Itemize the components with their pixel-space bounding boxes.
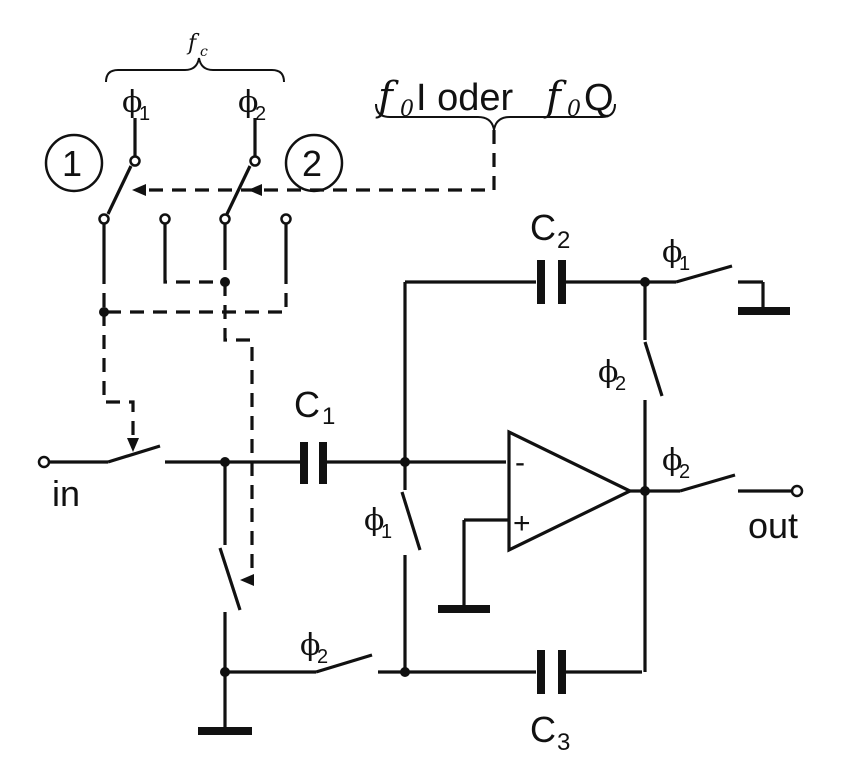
control-sub-a: 0 (400, 97, 414, 122)
phi-symbol: ϕ (238, 85, 258, 120)
switch-1-label: 1 (62, 143, 82, 184)
bottom-switch: ϕ 2 (225, 628, 536, 677)
input-section: in (37, 444, 300, 514)
output-section: ϕ 2 out (662, 443, 804, 546)
phi-symbol: ϕ (122, 85, 142, 120)
opamp-plus: + (513, 507, 531, 540)
right-phi2-switch: ϕ 2 (598, 282, 664, 672)
c2-sub: 2 (557, 227, 570, 254)
phi-sub: 1 (139, 103, 150, 125)
c2-letter: C (530, 207, 556, 248)
control-brace: f 0 I oder f 0 Q (375, 74, 616, 131)
phi-symbol: ϕ (662, 235, 682, 270)
control-end: Q (584, 77, 614, 119)
phi-sub: 1 (679, 253, 690, 275)
phi-symbol: ϕ (300, 628, 320, 663)
phi-sub: 1 (381, 521, 392, 543)
phi-symbol: ϕ (364, 503, 384, 538)
phi-sub: 2 (679, 461, 690, 483)
selector-switches (98, 118, 292, 270)
c3-sub: 3 (557, 729, 570, 756)
top-right-ground-switch: ϕ 1 (662, 235, 790, 315)
capacitor-c2: C 2 (405, 207, 676, 304)
opamp-minus: - (515, 446, 525, 479)
control-dashed-lines (99, 130, 496, 586)
phi-sub: 2 (615, 373, 626, 395)
out-label: out (748, 505, 798, 546)
fc-brace: f c (105, 31, 285, 83)
left-ground-switch (198, 462, 252, 735)
fc-label-f: f (186, 31, 200, 56)
center-phi1-switch: ϕ 1 (364, 282, 422, 672)
control-f0-b: f (543, 74, 567, 120)
c1-sub: 1 (322, 403, 335, 430)
top-phi-labels: ϕ 1 ϕ 2 (122, 85, 266, 125)
switch-1-marker: 1 (44, 133, 104, 193)
capacitor-c1: C 1 (294, 384, 506, 484)
control-mid: I oder (416, 77, 514, 119)
phi-sub: 2 (317, 646, 328, 668)
phi-symbol: ϕ (662, 443, 682, 478)
fc-label-sub: c (200, 44, 208, 60)
c3-letter: C (530, 709, 556, 750)
in-label: in (52, 473, 80, 514)
switch-2-marker: 2 (284, 133, 344, 193)
op-amp: - + (438, 429, 680, 613)
switch-2-label: 2 (302, 143, 322, 184)
phi-sub: 2 (255, 103, 266, 125)
phi-symbol: ϕ (598, 355, 618, 390)
capacitor-c3: C 3 (530, 650, 642, 756)
c1-letter: C (294, 384, 320, 425)
control-sub-b: 0 (567, 97, 581, 122)
